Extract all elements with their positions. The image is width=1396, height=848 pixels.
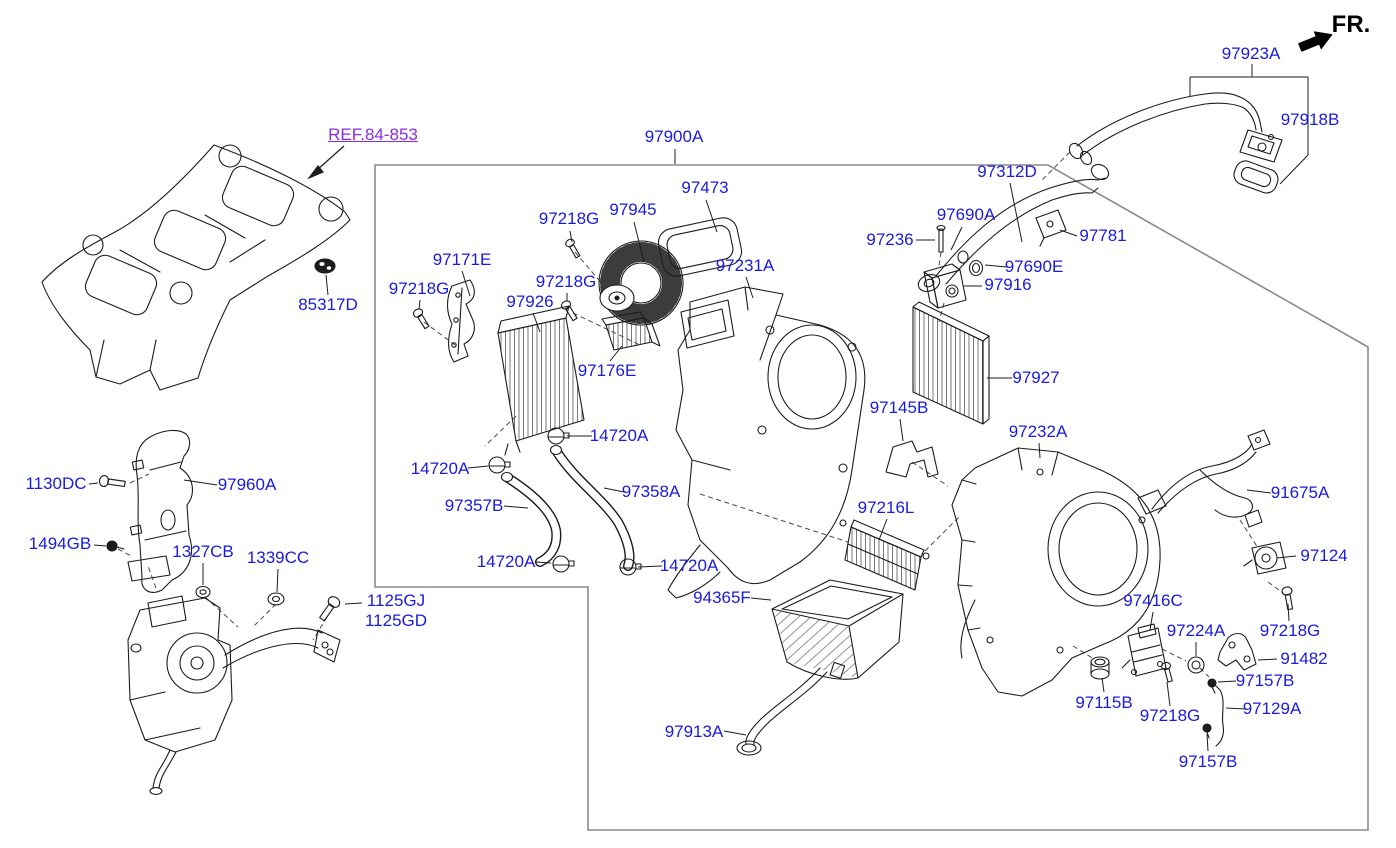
hose-clamps-14720A-drawing xyxy=(488,427,642,576)
part-label-97916[interactable]: 97916 xyxy=(984,275,1032,294)
seal-97473-drawing xyxy=(657,217,743,277)
rear-heater-unit-drawing xyxy=(127,555,341,795)
part-label-97358A[interactable]: 97358A xyxy=(621,482,681,501)
ref-arrow xyxy=(307,145,345,180)
part-label-97312D[interactable]: 97312D xyxy=(977,162,1037,181)
part-label-97690A[interactable]: 97690A xyxy=(936,205,996,224)
part-label-97231A[interactable]: 97231A xyxy=(715,256,775,275)
leader-lines xyxy=(88,64,1309,752)
part-label-97176E[interactable]: 97176E xyxy=(577,361,637,380)
wiring-harness-91675A-drawing xyxy=(1137,429,1271,528)
part-label-1494GB[interactable]: 1494GB xyxy=(28,534,92,553)
fr-direction-arrow-icon xyxy=(1298,31,1333,52)
part-label-97218G-5[interactable]: 97218G xyxy=(1139,706,1201,725)
floor-panel-drawing xyxy=(41,144,351,391)
bracket-97171E-drawing xyxy=(446,279,475,363)
part-label-ref-84-853[interactable]: REF.84-853 xyxy=(328,125,418,144)
part-label-97236[interactable]: 97236 xyxy=(866,230,914,249)
part-label-97926[interactable]: 97926 xyxy=(506,292,554,311)
part-label-97224A[interactable]: 97224A xyxy=(1166,621,1226,640)
part-label-97960A[interactable]: 97960A xyxy=(217,475,277,494)
part-label-fr: FR. xyxy=(1331,11,1371,38)
part-label-1339CC[interactable]: 1339CC xyxy=(246,548,310,567)
bracket-97145B-drawing xyxy=(885,440,939,478)
vent-bracket-97918B-drawing xyxy=(1233,129,1283,194)
bracket-91482-drawing xyxy=(1217,632,1257,671)
part-label-14720A-3[interactable]: 14720A xyxy=(476,552,536,571)
part-label-91675A[interactable]: 91675A xyxy=(1270,483,1330,502)
evaporator-97927-drawing xyxy=(912,301,990,425)
rear-vent-pipe-97923A-drawing xyxy=(1068,92,1263,166)
part-label-94365F[interactable]: 94365F xyxy=(693,588,751,607)
part-label-97218G-2[interactable]: 97218G xyxy=(388,279,450,298)
part-label-97145B[interactable]: 97145B xyxy=(869,398,929,417)
part-label-97218G-1[interactable]: 97218G xyxy=(538,209,600,228)
part-label-1125GJ[interactable]: 1125GJ xyxy=(366,591,426,610)
part-label-97923A[interactable]: 97923A xyxy=(1221,44,1281,63)
bolts-drawing xyxy=(98,224,1294,683)
heater-case-97231A-drawing xyxy=(667,286,866,599)
part-label-97781[interactable]: 97781 xyxy=(1079,226,1127,245)
pin-97236-drawing xyxy=(936,224,946,253)
heater-core-97926-drawing xyxy=(497,305,585,456)
part-label-14720A-2[interactable]: 14720A xyxy=(410,459,470,478)
part-label-1130DC[interactable]: 1130DC xyxy=(25,474,87,493)
grommets-1327CB-1339CC-drawing xyxy=(195,585,285,606)
assembly-guide-lines xyxy=(117,151,1284,678)
clip-1494GB-drawing xyxy=(106,540,125,552)
part-label-14720A-4[interactable]: 14720A xyxy=(659,556,719,575)
part-label-97690E[interactable]: 97690E xyxy=(1004,257,1064,276)
part-label-14720A-1[interactable]: 14720A xyxy=(589,426,649,445)
part-label-97913A[interactable]: 97913A xyxy=(664,722,724,741)
part-label-1327CB[interactable]: 1327CB xyxy=(172,542,234,561)
heater-case-97232A-drawing xyxy=(951,447,1161,697)
grommet-85317D-drawing xyxy=(314,258,336,274)
part-label-97129A[interactable]: 97129A xyxy=(1242,699,1302,718)
hose-97357B-drawing xyxy=(500,471,562,567)
part-label-1125GD[interactable]: 1125GD xyxy=(364,611,428,630)
part-label-97918B[interactable]: 97918B xyxy=(1280,110,1340,129)
part-label-97157B-1[interactable]: 97157B xyxy=(1235,671,1295,690)
actuator-97416C-drawing xyxy=(1121,623,1167,677)
part-label-97218G-3[interactable]: 97218G xyxy=(535,272,597,291)
o-rings-97690-drawing xyxy=(957,250,984,277)
part-label-91482[interactable]: 91482 xyxy=(1280,649,1328,668)
part-label-97357B[interactable]: 97357B xyxy=(444,496,504,515)
part-label-97416C[interactable]: 97416C xyxy=(1123,591,1183,610)
resistor-97176E-drawing xyxy=(601,311,661,351)
part-label-97945[interactable]: 97945 xyxy=(609,200,657,219)
part-label-97232A[interactable]: 97232A xyxy=(1008,422,1068,441)
pipe-clamp-97781-drawing xyxy=(1035,209,1067,247)
part-label-97115B[interactable]: 97115B xyxy=(1075,693,1133,712)
part-label-97157B-2[interactable]: 97157B xyxy=(1178,752,1238,771)
ring-97224A-drawing xyxy=(1187,656,1205,674)
drain-tub-94365F-drawing xyxy=(771,579,904,680)
filter-97216L-drawing xyxy=(839,519,930,591)
part-label-97927[interactable]: 97927 xyxy=(1012,368,1060,387)
part-label-97124[interactable]: 97124 xyxy=(1300,546,1348,565)
drain-hose-97913A-drawing xyxy=(736,667,828,756)
hose-97358A-drawing xyxy=(549,444,635,571)
rear-duct-97960A-drawing xyxy=(129,429,193,593)
part-label-97218G-4[interactable]: 97218G xyxy=(1259,621,1321,640)
part-label-97473[interactable]: 97473 xyxy=(681,178,729,197)
rod-97129A-drawing xyxy=(1215,685,1225,747)
grommet-97115B-drawing xyxy=(1090,656,1110,680)
expansion-valve-97916-drawing xyxy=(923,263,967,309)
part-label-97171E[interactable]: 97171E xyxy=(432,250,492,269)
clips-97157B-drawing xyxy=(1202,678,1217,739)
part-label-97900A[interactable]: 97900A xyxy=(644,127,704,146)
part-label-97216L[interactable]: 97216L xyxy=(857,498,915,517)
part-label-85317D[interactable]: 85317D xyxy=(298,295,358,314)
assembly-boundary xyxy=(374,164,1369,831)
heater-pipe-97312D-drawing xyxy=(917,163,1110,292)
